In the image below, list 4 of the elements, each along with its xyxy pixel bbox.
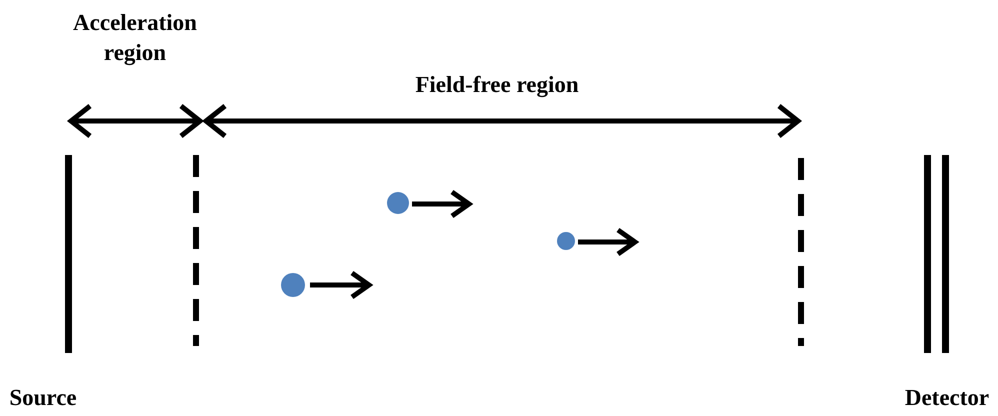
region-label: Source [8,384,78,412]
region-label: Detector [904,384,990,412]
region-label: Acceleration region [72,9,198,68]
region-label: Field-free region [414,71,580,100]
